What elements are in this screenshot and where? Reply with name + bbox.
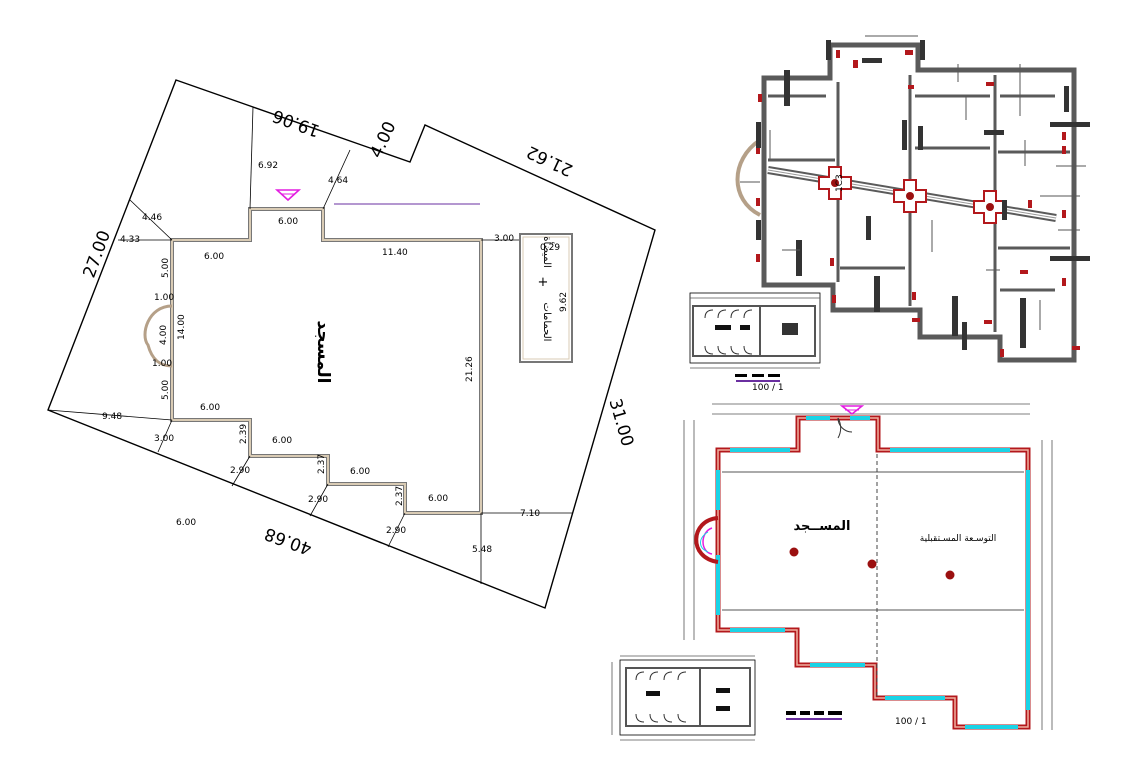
bdim-step-3: 2.37 <box>395 486 405 506</box>
floor-plan-scale: 100 / 1 <box>895 717 927 727</box>
dim-top-left-edge: 19.06 <box>270 105 323 140</box>
bdim-step-1: 2.39 <box>239 424 249 444</box>
mihrab <box>694 516 719 564</box>
bdim-top-long: 11.40 <box>382 248 408 258</box>
interior-lines <box>722 471 1024 611</box>
bdim-left-mid: 14.00 <box>177 314 187 340</box>
mosque-label: المسجد <box>313 321 333 384</box>
bdim-step-2: 2.37 <box>317 454 327 474</box>
annex-plus: + <box>538 275 549 290</box>
annex-label-bottom: الحمامات <box>541 303 552 342</box>
offset-b: 4.64 <box>328 176 348 186</box>
offset-e: 9.48 <box>102 412 122 422</box>
ablution-plan-bottom <box>611 655 756 741</box>
bdim-bottom-4: 6.00 <box>428 494 448 504</box>
floor-columns <box>789 547 955 580</box>
dim-right-edge: 31.00 <box>604 396 637 448</box>
offset-d: 4.33 <box>120 235 140 245</box>
bdim-bottom-1: 6.00 <box>200 403 220 413</box>
offset-lines <box>47 106 572 584</box>
bdim-apse-b: 4.00 <box>159 325 169 345</box>
annex-width: 0.29 <box>540 243 560 253</box>
outer-wall <box>761 42 1077 363</box>
bdim-bottom-3: 6.00 <box>350 467 370 477</box>
floor-plan: المســجد التوسـعة المسـتقبلية 100 / 1 <box>683 403 1053 730</box>
bdim-top-center: 6.00 <box>278 217 298 227</box>
offset-l: 3.00 <box>494 234 514 244</box>
dim-bottom-edge: 40.68 <box>262 523 315 558</box>
bdim-bottom-2: 6.00 <box>272 436 292 446</box>
entrance-marker <box>274 189 302 202</box>
structural-plan: 1C3 <box>735 35 1090 363</box>
ablution-top-scale: 100 / 1 <box>752 383 784 393</box>
offset-i: 2.90 <box>386 526 406 536</box>
dim-left-edge: 27.00 <box>80 228 115 281</box>
wall-stubs <box>756 40 1090 350</box>
bdim-left-bottom: 5.00 <box>161 380 171 400</box>
mihrab-apse <box>143 304 173 368</box>
ablution-plan-top: 100 / 1 <box>689 292 821 393</box>
structural-arc <box>735 138 762 217</box>
bdim-right-height: 21.26 <box>465 356 475 382</box>
column-tag: 1C3 <box>835 174 845 192</box>
offset-k: 5.48 <box>472 545 492 555</box>
ablution-annex <box>519 233 573 363</box>
dim-lines <box>683 403 1053 730</box>
offset-j: 7.10 <box>520 509 540 519</box>
column-markers <box>756 50 1080 357</box>
gridlines <box>740 35 1086 330</box>
offset-h: 2.90 <box>308 495 328 505</box>
cross-columns: 1C3 <box>818 166 1007 224</box>
main-door <box>837 417 853 439</box>
windows <box>716 416 1030 729</box>
floor-plan-walls <box>715 415 1031 730</box>
offset-a: 6.92 <box>258 161 278 171</box>
offset-c: 4.46 <box>142 213 162 223</box>
site-boundary <box>47 79 656 609</box>
site-plan: 19.06 4.00 21.62 27.00 31.00 40.68 6.92 … <box>47 79 656 609</box>
dim-notch: 4.00 <box>366 119 400 162</box>
bdim-apse-a: 1.00 <box>154 293 174 303</box>
annex-label-top: الميضأة <box>541 236 555 268</box>
bdim-left-top: 5.00 <box>161 258 171 278</box>
offset-f: 3.00 <box>154 434 174 444</box>
bdim-apse-c: 1.00 <box>152 359 172 369</box>
extension-label: التوسـعة المسـتقبلية <box>920 534 996 544</box>
bdim-top-left: 6.00 <box>204 252 224 262</box>
offset-g: 2.90 <box>230 466 250 476</box>
floor-mosque-label: المســجد <box>793 519 850 534</box>
outside-dimension: 6.00 <box>176 518 196 528</box>
annex-length: 9.62 <box>559 292 569 312</box>
